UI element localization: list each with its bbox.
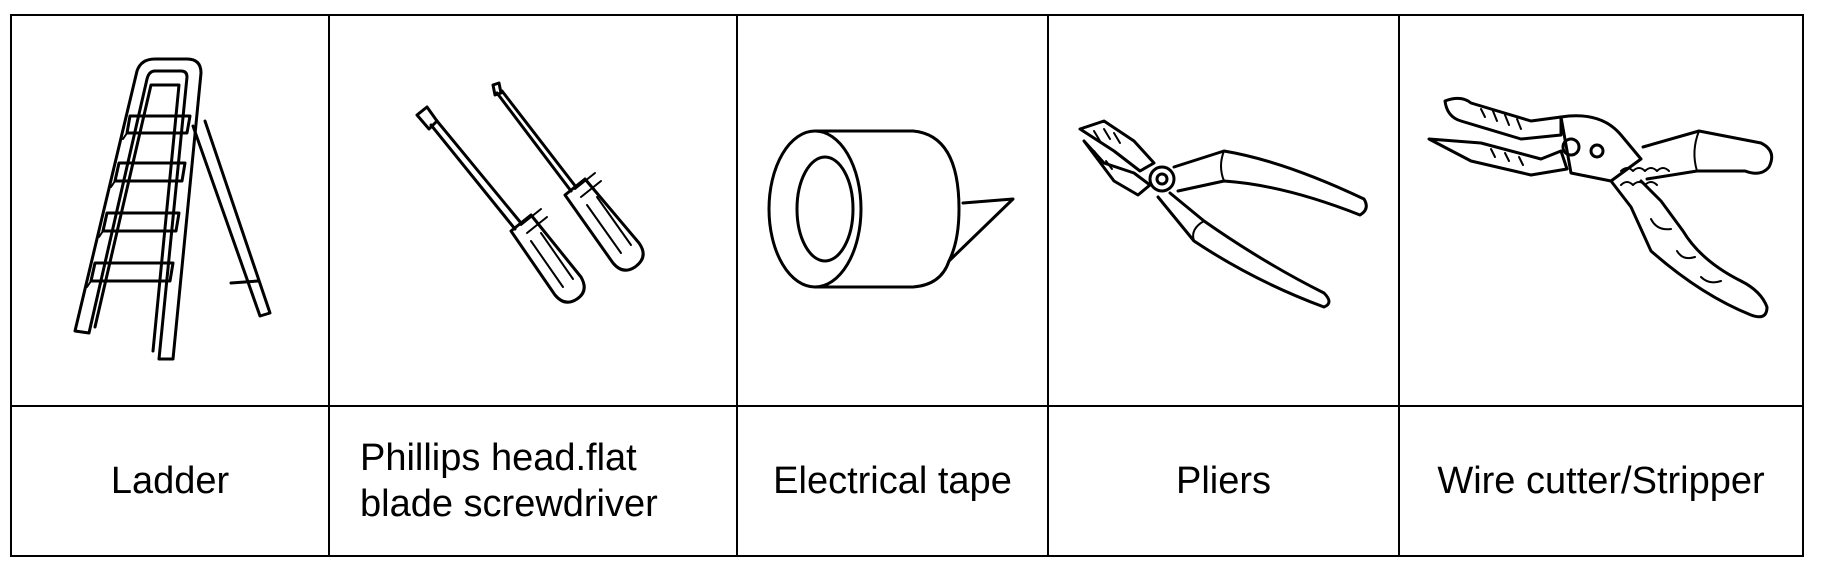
tool-label-screwdriver: Phillips head.flat blade screwdriver [360,437,658,525]
tool-label-cell: Wire cutter/Stripper [1398,405,1804,557]
tool-cell-pliers [1047,14,1400,407]
tool-label-cell: Electrical tape [736,405,1049,557]
tool-cell-electrical-tape [736,14,1049,407]
electrical-tape-icon [767,129,1014,288]
screwdriver-icon [415,81,645,304]
pliers-icon [1078,119,1368,308]
tool-image-row [10,14,1804,407]
tool-label-cell: Ladder [10,405,330,557]
tool-label-pliers: Pliers [1175,460,1272,502]
tool-label-wire-stripper: Wire cutter/Stripper [1437,460,1765,502]
tools-table: Ladder Phillips head.flat blade screwdri… [10,14,1804,557]
tool-label-cell: Pliers [1047,405,1400,557]
tool-label-cell: Phillips head.flat blade screwdriver [328,405,738,557]
tool-label-electrical-tape: Electrical tape [773,460,1012,502]
wire-stripper-icon [1427,96,1774,318]
tool-label-ladder: Ladder [110,460,230,502]
tool-label-row: Ladder Phillips head.flat blade screwdri… [10,405,1804,557]
tool-cell-ladder [10,14,330,407]
tool-cell-screwdriver [328,14,738,407]
tool-cell-wire-stripper [1398,14,1804,407]
ladder-icon [73,57,272,360]
